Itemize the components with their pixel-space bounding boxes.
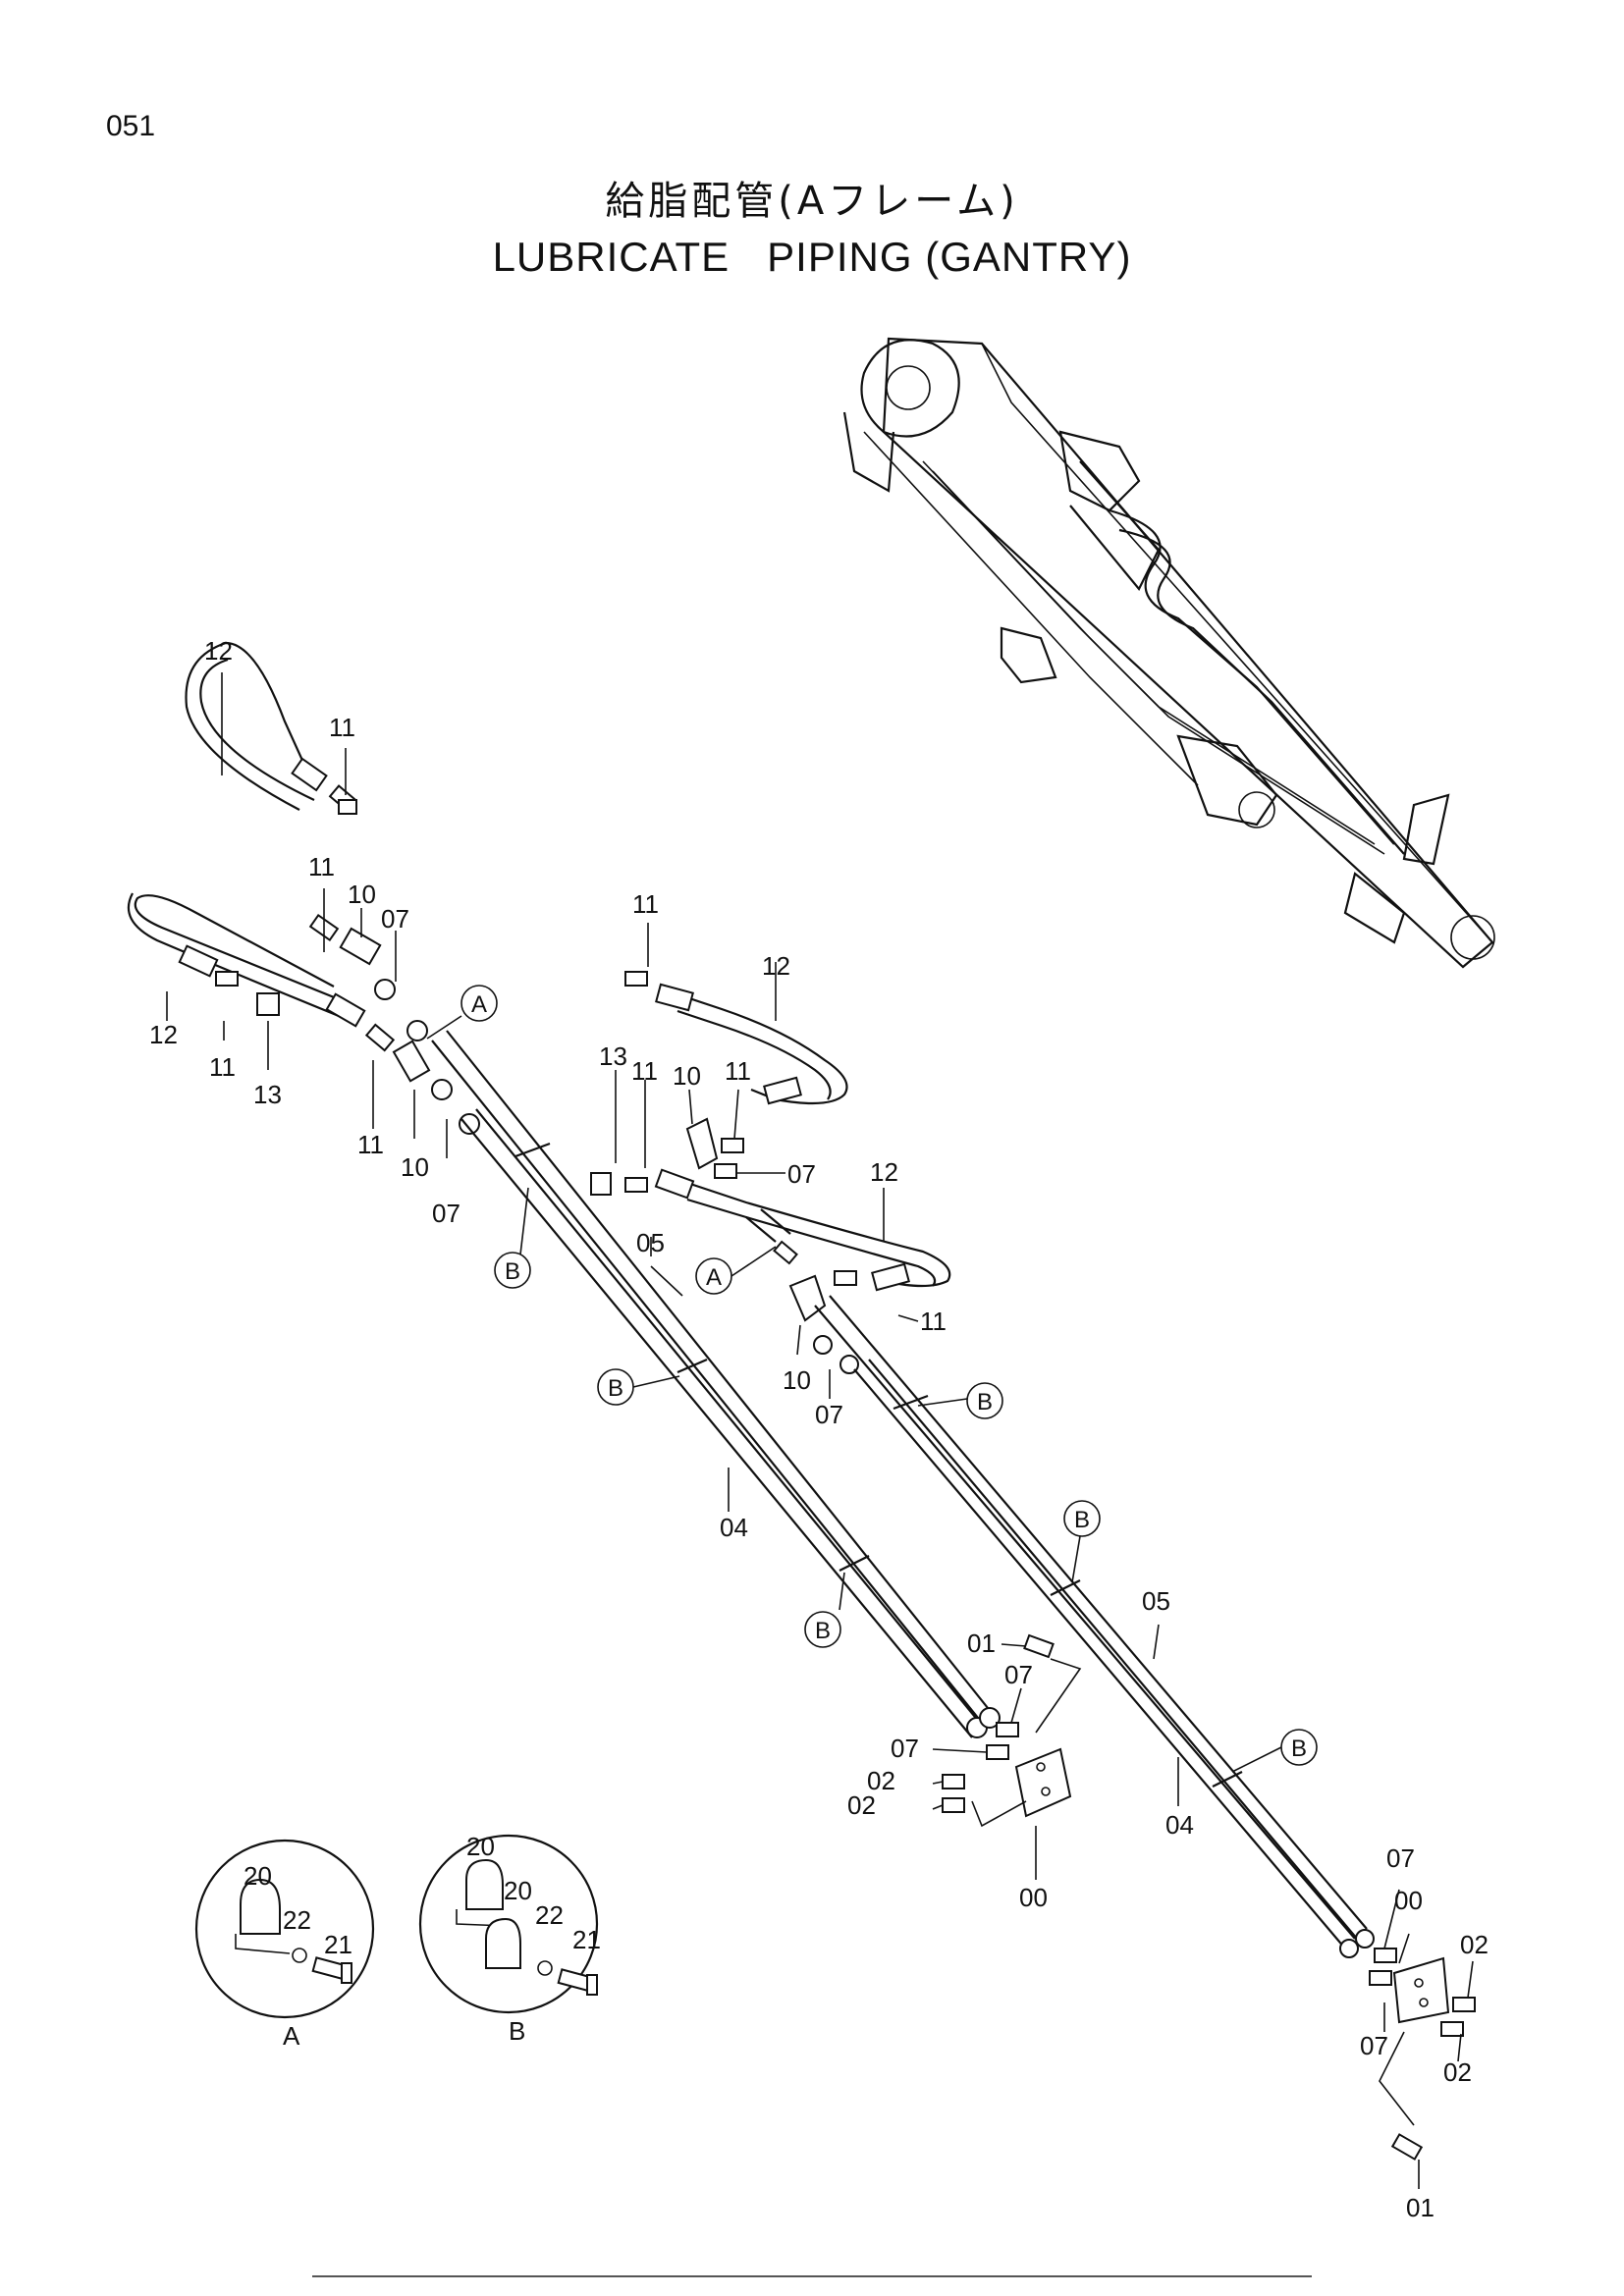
- detail-B: 20 20 22 21 B: [418, 1832, 601, 2046]
- ref-B-3: B: [815, 1618, 831, 1644]
- callout-02-d: 02: [1443, 2057, 1472, 2087]
- callout-11-e: 11: [632, 889, 659, 919]
- callout-11-f: 11: [631, 1056, 658, 1086]
- ref-A-left: A: [471, 991, 487, 1018]
- middle-hoses: [654, 983, 951, 1292]
- detail-A-part-20: 20: [244, 1861, 272, 1891]
- callout-13-b: 13: [599, 1041, 627, 1071]
- detail-B-label: B: [509, 2016, 525, 2046]
- callout-02-c: 02: [1460, 1930, 1489, 1959]
- detail-A: 20 22 21 A: [194, 1839, 375, 2051]
- callout-12-d: 12: [870, 1157, 898, 1187]
- callout-07-f: 07: [891, 1734, 919, 1763]
- detail-B-part-22: 22: [535, 1900, 564, 1930]
- callout-11-d: 11: [357, 1130, 384, 1159]
- callout-07-c: 07: [787, 1159, 816, 1189]
- gantry-assembly-illustration: [842, 337, 1495, 969]
- detail-A-part-22: 22: [283, 1905, 311, 1935]
- callout-13-a: 13: [253, 1080, 282, 1109]
- callout-10-b: 10: [401, 1152, 429, 1182]
- ref-B-1: B: [505, 1258, 520, 1285]
- callout-05-a: 05: [636, 1228, 665, 1257]
- callout-04-b: 04: [1165, 1810, 1194, 1840]
- callout-07-a: 07: [381, 904, 409, 934]
- callout-07-e: 07: [1004, 1660, 1033, 1689]
- ref-B-4: B: [977, 1389, 993, 1415]
- ref-B-2: B: [608, 1375, 623, 1402]
- callout-11-h: 11: [920, 1307, 947, 1336]
- callout-07-d: 07: [815, 1400, 843, 1429]
- callout-11-b: 11: [308, 852, 335, 881]
- manifold-blocks: [942, 1633, 1476, 2161]
- ref-B-6: B: [1291, 1735, 1307, 1762]
- callout-05-b: 05: [1142, 1586, 1170, 1616]
- callout-07-g: 07: [1386, 1843, 1415, 1873]
- detail-A-part-21: 21: [324, 1930, 352, 1959]
- callout-02-b: 02: [847, 1790, 876, 1820]
- callout-10-d: 10: [783, 1365, 811, 1395]
- ref-B-5: B: [1074, 1507, 1090, 1533]
- title-japanese: 給脂配管(Aフレーム): [605, 179, 1019, 224]
- callout-01-b: 01: [1406, 2193, 1435, 2222]
- callout-07-b: 07: [432, 1199, 460, 1228]
- footer-rule: [312, 2275, 1312, 2277]
- callout-04-a: 04: [720, 1513, 748, 1542]
- callout-01-a: 01: [967, 1629, 996, 1658]
- callout-07-h: 07: [1360, 2031, 1388, 2060]
- right-pipes: [814, 1295, 1375, 1958]
- ref-callouts: A B B B A B B B: [426, 985, 1318, 1773]
- detail-A-label: A: [283, 2021, 300, 2051]
- callout-00-a: 00: [1019, 1883, 1048, 1912]
- detail-B-part-20a: 20: [466, 1832, 495, 1861]
- ref-A-middle: A: [706, 1264, 722, 1291]
- callout-12-c: 12: [762, 951, 790, 981]
- detail-B-part-20b: 20: [504, 1876, 532, 1905]
- title-english: LUBRICATE PIPING (GANTRY): [492, 234, 1132, 280]
- callout-11-a: 11: [329, 713, 355, 742]
- callout-12-a: 12: [204, 636, 233, 666]
- callout-10-c: 10: [673, 1061, 701, 1091]
- detail-B-part-21: 21: [572, 1925, 601, 1954]
- middle-fittings: [590, 971, 859, 1374]
- page-number: 051: [106, 110, 156, 142]
- callout-11-c: 11: [209, 1052, 236, 1082]
- part-callouts: 12 11 11 10 07 12 11 13 11 10 07 11 12 1…: [149, 636, 1489, 2222]
- callout-12-b: 12: [149, 1020, 178, 1049]
- callout-02-a: 02: [867, 1766, 895, 1795]
- left-pipes: [431, 1030, 1001, 1738]
- left-hoses: [127, 641, 366, 1028]
- callout-11-g: 11: [725, 1056, 751, 1086]
- leader-lines: [166, 672, 1474, 2189]
- callout-00-b: 00: [1394, 1886, 1423, 1915]
- callout-10-a: 10: [348, 880, 376, 909]
